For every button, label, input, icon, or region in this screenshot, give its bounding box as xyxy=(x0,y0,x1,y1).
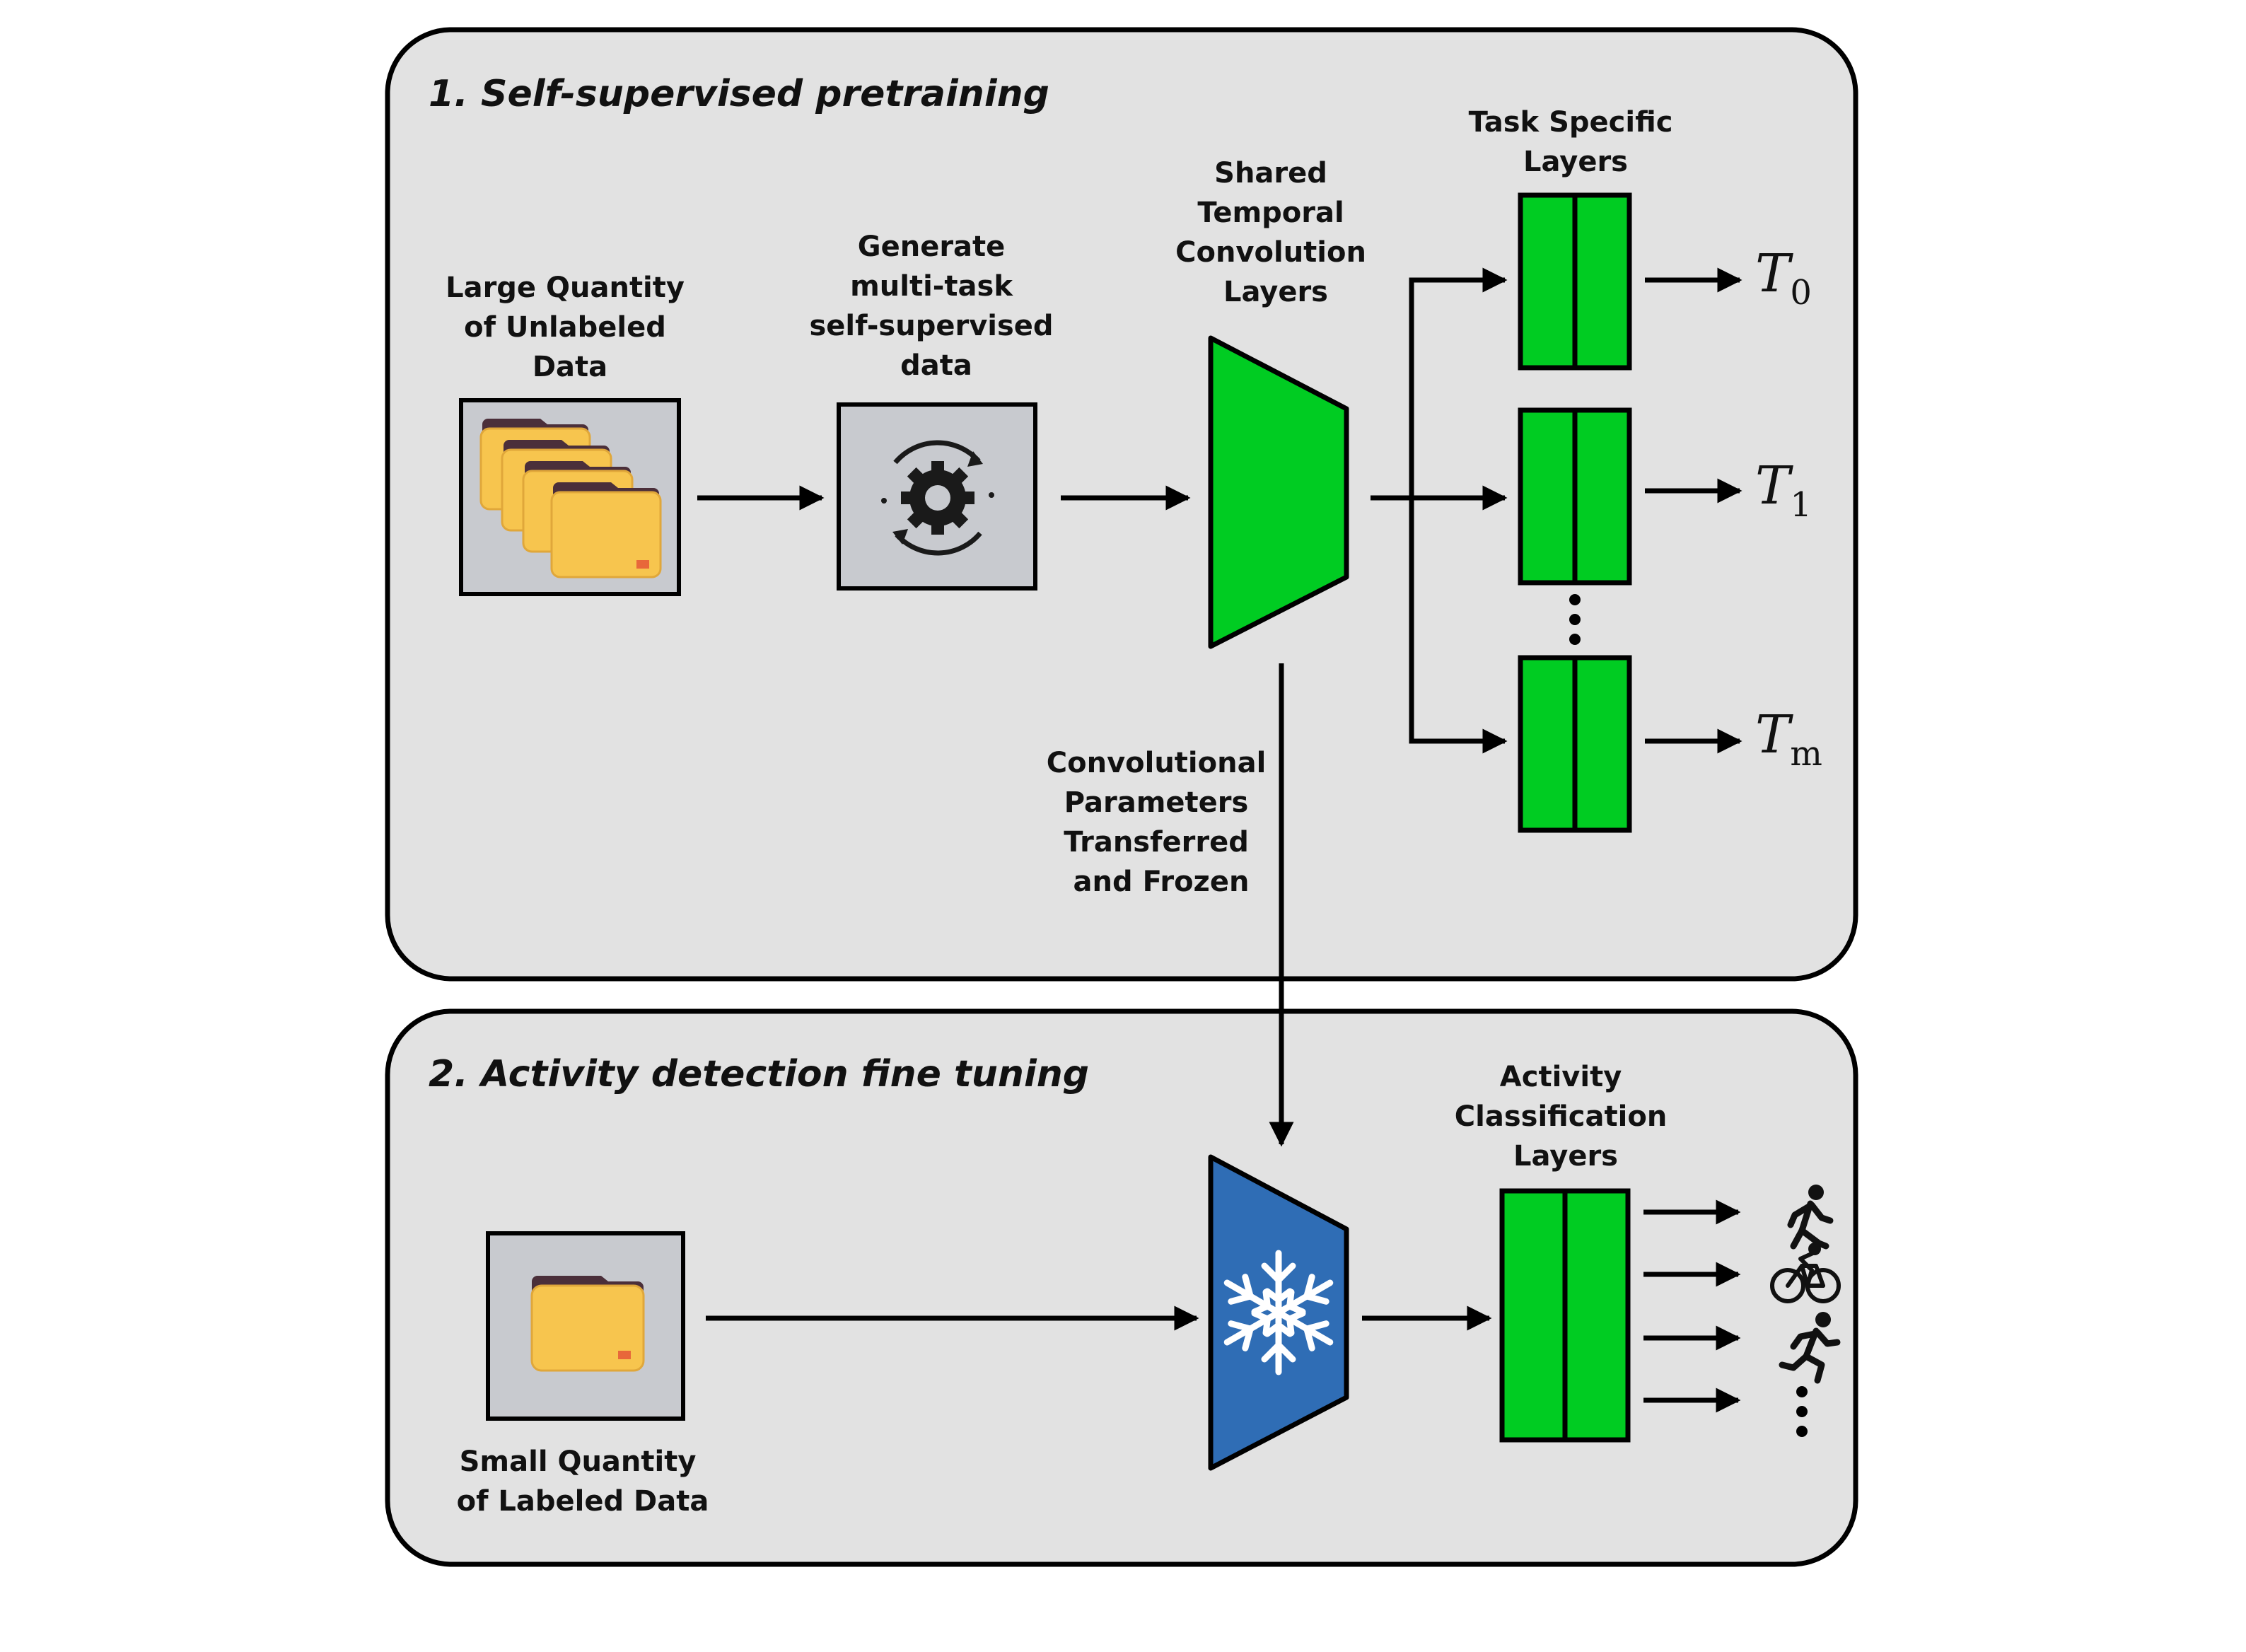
finetuning-panel xyxy=(385,1008,1858,1567)
classification-label: Activity Classification Layers xyxy=(1455,1061,1677,1173)
cyclist-icon xyxy=(1770,1243,1841,1303)
folder-stack-icon xyxy=(459,398,681,596)
pretraining-title: 1. Self-supervised pretraining xyxy=(429,73,1049,115)
finetuning-title: 2. Activity detection fine tuning xyxy=(429,1053,1089,1095)
task-layer-1 xyxy=(1518,407,1632,586)
task-layer-0 xyxy=(1518,192,1632,371)
vertical-ellipsis-icon xyxy=(1569,594,1581,645)
walking-person-icon xyxy=(1787,1185,1834,1250)
arrow-to-task-0 xyxy=(1409,267,1508,498)
output-t1: T1 xyxy=(1755,455,1812,525)
unlabeled-data-label: Large Quantity of Unlabeled Data xyxy=(446,272,694,383)
output-tm: Tm xyxy=(1755,704,1822,774)
gear-cycle-icon xyxy=(837,402,1037,591)
task-specific-label: Task Specific Layers xyxy=(1469,106,1683,178)
transfer-label: Convolutional Parameters Transferred and… xyxy=(1047,747,1276,898)
labeled-data-label: Small Quantity of Labeled Data xyxy=(457,1446,709,1518)
snowflake-icon xyxy=(1223,1250,1334,1375)
output-t0: T0 xyxy=(1755,243,1812,313)
running-person-icon xyxy=(1779,1312,1841,1384)
classification-layer xyxy=(1499,1188,1631,1443)
shared-conv-encoder xyxy=(1208,335,1349,649)
shared-conv-label: Shared Temporal Convolution Layers xyxy=(1175,157,1376,308)
task-layer-m xyxy=(1518,655,1632,833)
generate-data-label: Generate multi-task self-supervised data xyxy=(809,231,1063,382)
folder-icon xyxy=(486,1231,685,1421)
class-ellipsis-icon xyxy=(1796,1386,1808,1437)
arrow-to-task-m xyxy=(1409,498,1508,754)
